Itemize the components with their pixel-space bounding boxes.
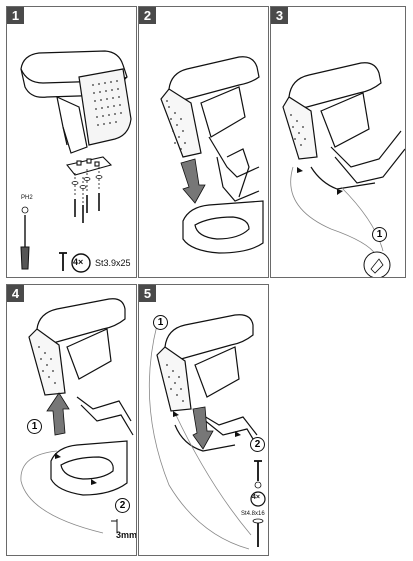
armrest-illustration (148, 314, 266, 550)
arrow-up-icon (46, 392, 70, 436)
step-1-panel: 1 (6, 6, 137, 278)
mounting-plate (66, 156, 113, 176)
arrow-down-icon (192, 406, 214, 450)
step-number: 4 (7, 285, 24, 302)
gap-label: 3mm (116, 530, 137, 540)
armrest-illustration (282, 62, 405, 277)
callout-number: 2 (115, 498, 130, 513)
callout-number: 2 (250, 437, 265, 452)
screw-spec-label: St3.9x25 (95, 258, 131, 268)
quantity-label: 4× (252, 494, 260, 501)
callout-number: 1 (27, 419, 42, 434)
screw-spec-label: St4.8x16 (241, 511, 265, 517)
step-2-panel: 2 (138, 6, 269, 278)
callout-number: 1 (153, 315, 168, 330)
step-number: 2 (139, 7, 156, 24)
armrest-illustration (20, 50, 132, 273)
perforation-dots (92, 80, 122, 126)
callout-number: 1 (372, 227, 387, 242)
step-number: 5 (139, 285, 156, 302)
step-3-panel: 3 1 (270, 6, 406, 278)
armrest-illustration (160, 56, 264, 254)
armrest-illustration (20, 298, 134, 534)
step-5-panel: 5 (138, 284, 269, 556)
screw-icon (252, 460, 264, 547)
step-number: 1 (7, 7, 24, 24)
step-4-panel: 4 1 (6, 284, 137, 556)
tool-label: PH2 (21, 195, 33, 201)
screwdriver-icon (20, 206, 30, 270)
step-number: 3 (271, 7, 288, 24)
quantity-label: 4× (73, 257, 84, 267)
screw-icon (59, 252, 67, 271)
arrow-down-icon (180, 158, 206, 204)
